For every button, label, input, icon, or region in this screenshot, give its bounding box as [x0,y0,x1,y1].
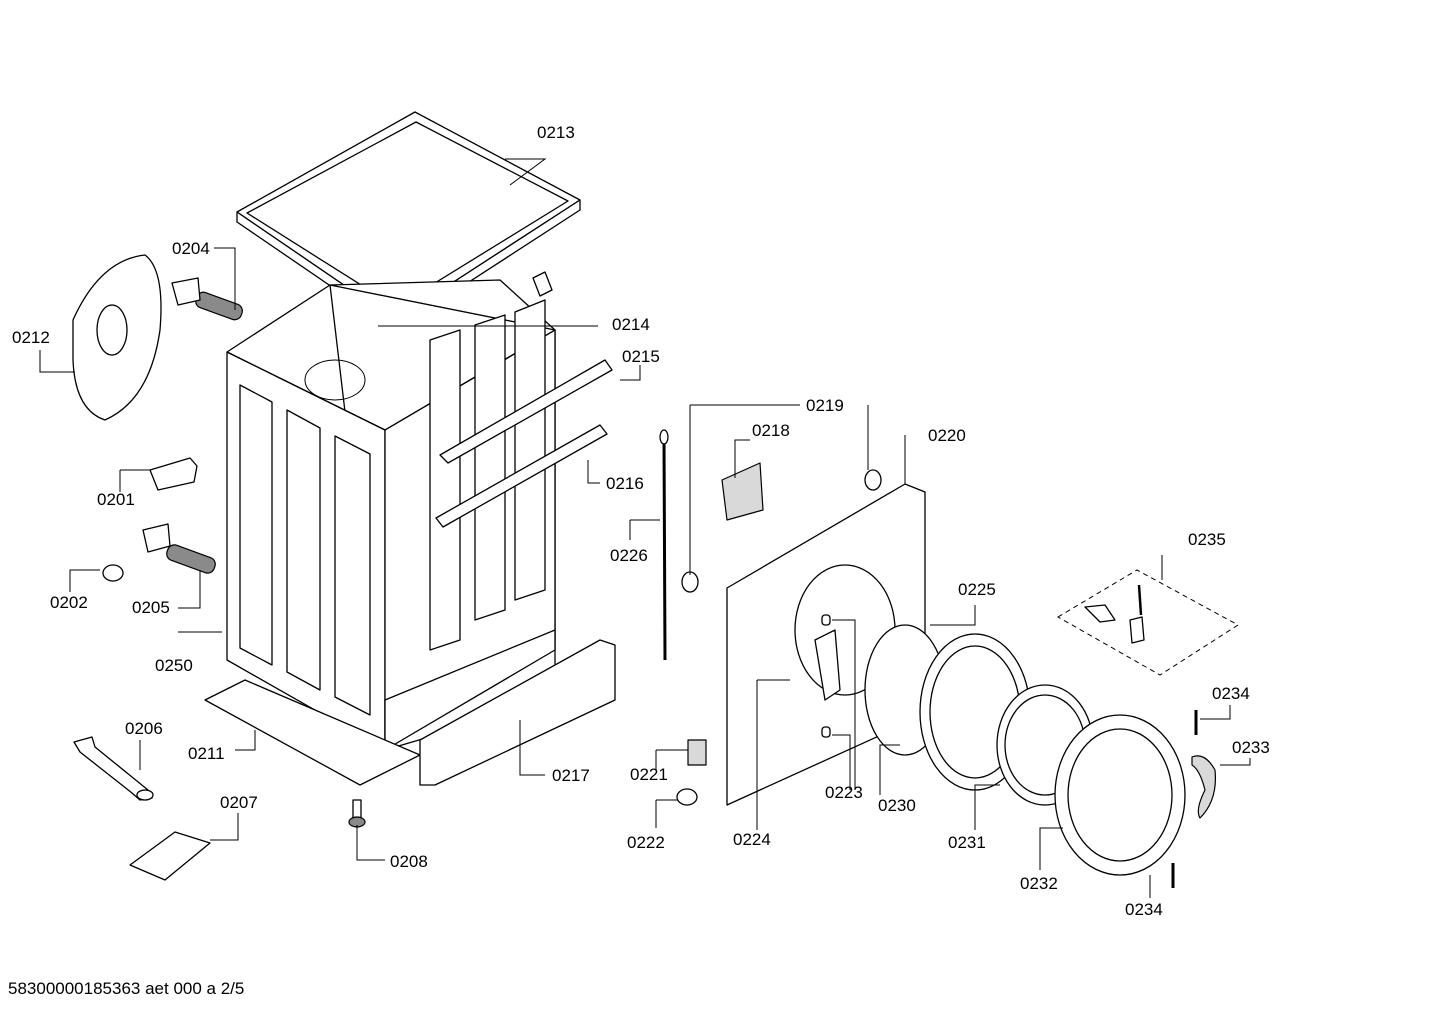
callout-0212: 0212 [12,328,50,347]
callout-0205: 0205 [132,598,170,617]
part-wrench [73,736,154,801]
leader-lines [39,158,1251,898]
callout-0215: 0215 [622,347,660,366]
callout-0201: 0201 [97,490,135,509]
callout-0216: 0216 [606,474,644,493]
part-rod [659,429,669,661]
callout-0226: 0226 [610,546,648,565]
part-plinth [419,639,616,786]
callout-0221: 0221 [630,765,668,784]
callout-0214: 0214 [612,315,650,334]
callout-0234-upper: 0234 [1212,684,1250,703]
callout-0235: 0235 [1188,530,1226,549]
part-hinge [1171,710,1217,888]
part-kit-box [1057,569,1239,676]
callout-0220: 0220 [928,426,966,445]
callout-0225: 0225 [958,580,996,599]
callout-0250: 0250 [155,656,193,675]
callout-0217: 0217 [552,766,590,785]
callout-0224: 0224 [733,830,771,849]
part-transport-plate [129,831,211,881]
callout-0233: 0233 [1232,738,1270,757]
callout-0231: 0231 [948,833,986,852]
part-control-module [721,462,764,521]
part-rear-panel [72,254,162,421]
part-damper-upper [171,277,243,321]
callout-0211: 0211 [188,744,225,763]
callout-0232: 0232 [1020,874,1058,893]
callout-0208: 0208 [390,852,428,871]
document-id-footer: 58300000185363 aet 000 a 2/5 [8,979,245,998]
callout-0213: 0213 [537,123,575,142]
part-door-assembly [864,624,1186,876]
part-damper-lower [142,523,216,574]
part-top-bracket [532,271,553,297]
part-screw [348,799,366,828]
callout-0206: 0206 [125,719,163,738]
callout-0207: 0207 [220,793,258,812]
callout-0204: 0204 [172,239,210,258]
callout-0234-lower: 0234 [1125,900,1163,919]
callout-0222: 0222 [627,833,665,852]
callout-0230: 0230 [878,796,916,815]
callout-0223: 0223 [825,783,863,802]
part-foot [102,564,124,582]
part-cross-rails [435,359,613,528]
callout-0218: 0218 [752,421,790,440]
part-cabinet [226,279,556,751]
part-clip [149,457,198,491]
callout-0219: 0219 [806,396,844,415]
callout-labels: 0213 0204 0212 0214 0215 0219 0218 0220 … [12,123,1270,919]
callout-0202: 0202 [50,593,88,612]
